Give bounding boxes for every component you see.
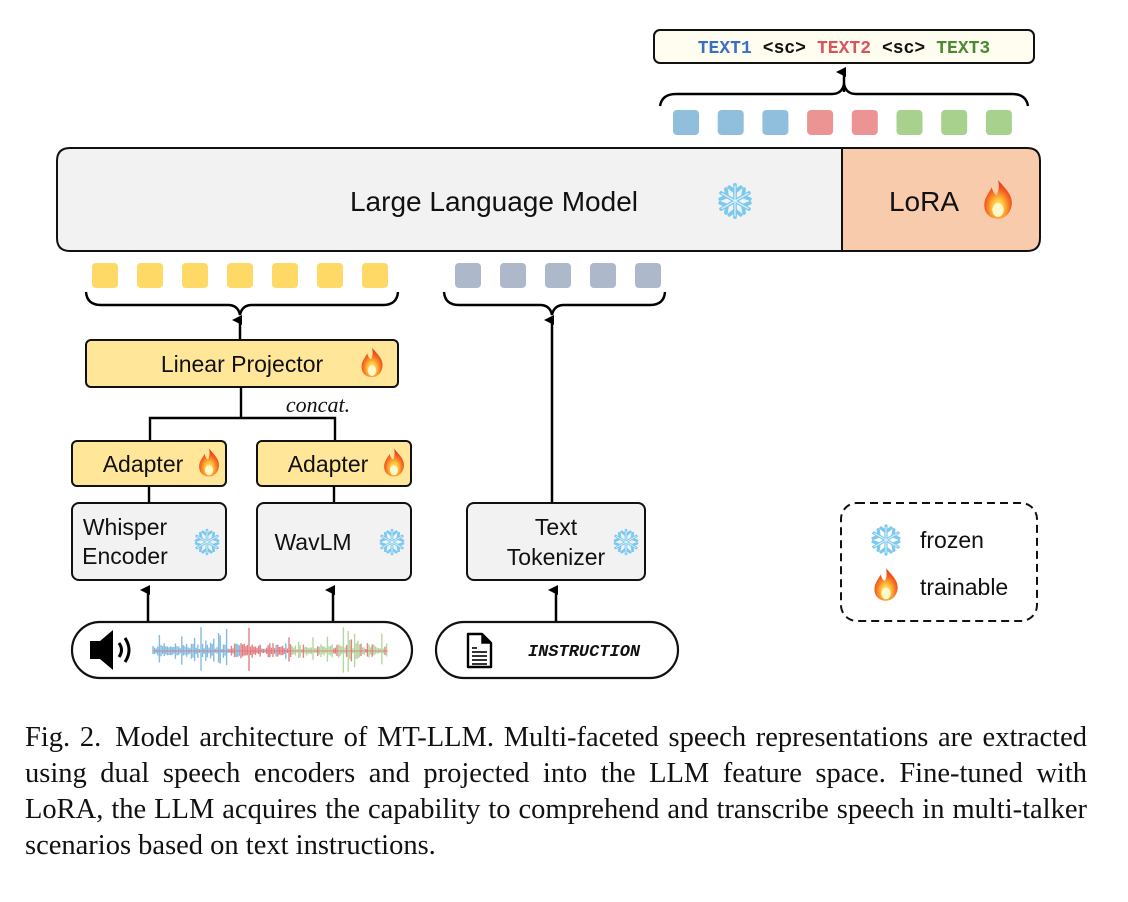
token (762, 110, 789, 135)
tokenizer-label-line1: Text (535, 514, 578, 540)
output-transcription: TEXT1 <sc> TEXT2 <sc> TEXT3 (653, 29, 1035, 64)
text-tokenizer-block: Text Tokenizer (466, 502, 646, 581)
wavlm-block: WavLM (256, 502, 412, 581)
llm-block: Large Language Model (56, 147, 843, 252)
speaker-icon (90, 630, 131, 670)
adapter-wavlm-block: Adapter (256, 440, 412, 487)
speech-brace (84, 291, 400, 316)
lora-box (841, 147, 1041, 252)
legend-box (840, 502, 1038, 622)
output-seg-sc2: <sc> (882, 39, 925, 59)
text-tokenizer-box (466, 502, 646, 581)
token (807, 110, 834, 135)
concat-connector (148, 387, 337, 442)
instruction-input-pill (434, 620, 680, 680)
output-seg-text2: TEXT2 (817, 39, 871, 59)
whisper-encoder-box (71, 502, 227, 581)
llm-box (56, 147, 843, 252)
text-tokens (455, 263, 661, 288)
adapter-label: Adapter (288, 451, 369, 477)
caption-label: Fig. 2. (25, 722, 102, 753)
legend-label-trainable: trainable (920, 574, 1008, 600)
token (717, 110, 744, 135)
whisper-encoder-label-line1: Whisper (83, 514, 168, 540)
lora-label: LoRA (889, 186, 959, 217)
token (227, 263, 253, 288)
token (455, 263, 481, 288)
token (362, 263, 388, 288)
audio-input (70, 620, 414, 680)
output-seg-sc1: <sc> (763, 39, 806, 59)
token (851, 110, 878, 135)
output-brace (658, 83, 1030, 107)
token (137, 263, 163, 288)
legend: frozen trainable (840, 502, 1038, 622)
document-icon (466, 632, 493, 669)
output-seg-text1: TEXT1 (698, 39, 752, 59)
token (673, 110, 699, 135)
token (985, 110, 1012, 135)
instruction-label: INSTRUCTION (528, 643, 641, 662)
token (896, 110, 923, 135)
wavlm-label: WavLM (274, 529, 351, 555)
token (545, 263, 571, 288)
token (635, 263, 661, 288)
llm-label: Large Language Model (350, 186, 638, 217)
token (941, 110, 968, 135)
output-tokens (673, 110, 1012, 135)
figure-caption: Fig. 2.Model architecture of MT-LLM. Mul… (25, 720, 1087, 864)
caption-text: Model architecture of MT-LLM. Multi-face… (25, 722, 1087, 861)
whisper-encoder-label-line2: Encoder (82, 543, 168, 569)
architecture-diagram: TEXT1 <sc> TEXT2 <sc> TEXT3 Large Language M… (56, 29, 1041, 680)
token (272, 263, 298, 288)
speech-tokens (92, 263, 388, 288)
token (182, 263, 208, 288)
instruction-input: INSTRUCTION (434, 620, 680, 680)
tokenizer-label-line2: Tokenizer (507, 544, 606, 570)
linear-projector-block: Linear Projector (85, 339, 399, 388)
waveform (152, 627, 388, 673)
token (500, 263, 526, 288)
wavlm-box (256, 502, 412, 581)
text-brace (442, 291, 667, 316)
whisper-encoder-block: Whisper Encoder (71, 502, 227, 581)
token (92, 263, 118, 288)
output-box (653, 29, 1035, 64)
legend-label-frozen: frozen (920, 527, 984, 553)
concat-label: concat. (286, 392, 350, 417)
linear-projector-label: Linear Projector (161, 351, 324, 377)
adapter-whisper-block: Adapter (71, 440, 227, 487)
adapter-label: Adapter (103, 451, 184, 477)
output-seg-text3: TEXT3 (936, 39, 990, 59)
output-text: TEXT1 <sc> TEXT2 <sc> TEXT3 (698, 39, 990, 59)
lora-block: LoRA (841, 147, 1041, 252)
token (590, 263, 616, 288)
token (317, 263, 343, 288)
